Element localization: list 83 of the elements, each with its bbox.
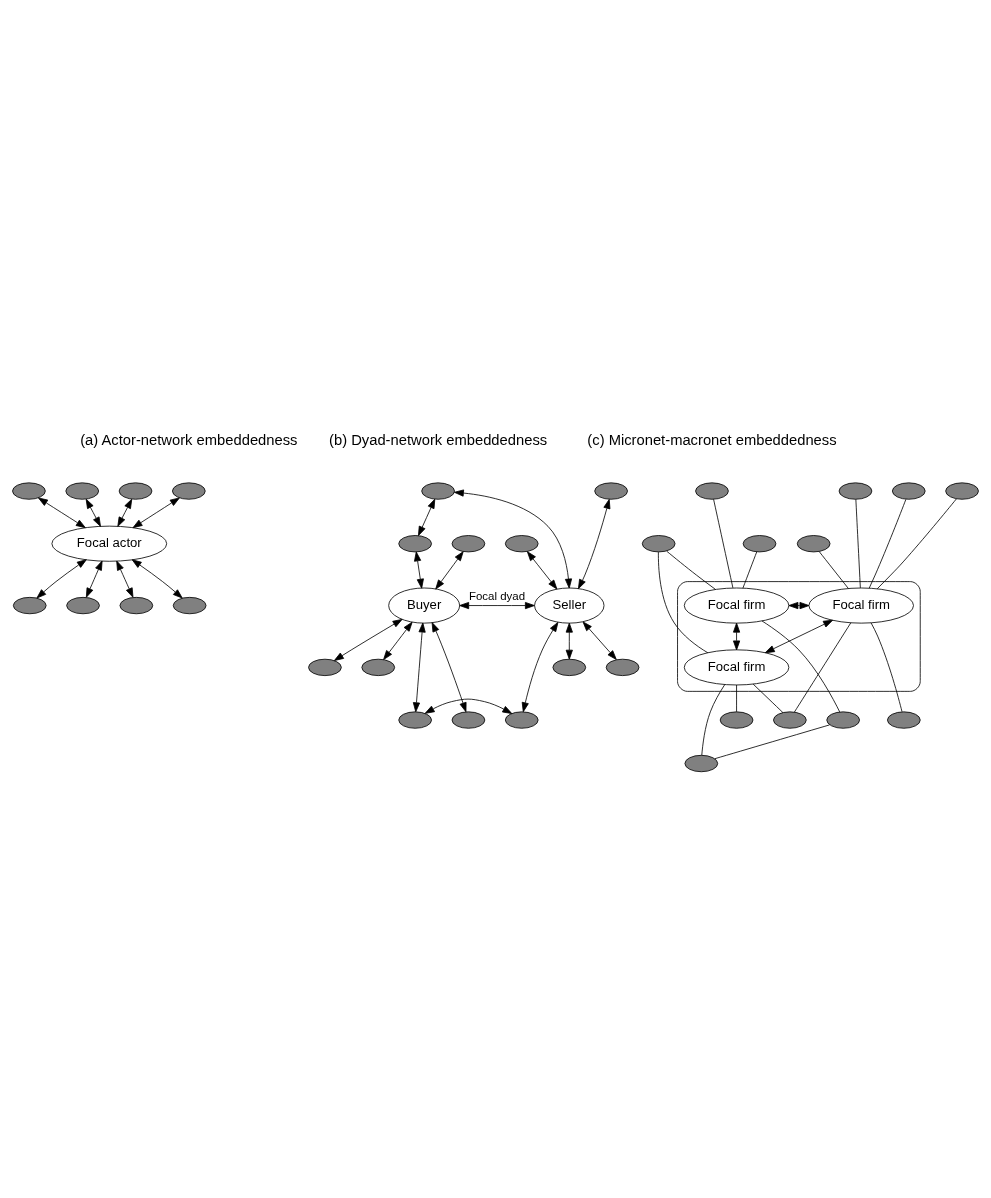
- connector: [794, 622, 852, 713]
- node-ellipse: [826, 711, 860, 729]
- node-ellipse: [504, 535, 539, 553]
- node-ellipse: [398, 535, 432, 553]
- node-ellipse: [65, 482, 100, 500]
- connector: [868, 498, 907, 589]
- connector: [713, 498, 734, 589]
- node-ellipse: [421, 482, 455, 500]
- node-ellipse: [451, 535, 486, 553]
- connector: [657, 551, 709, 654]
- arrow: [418, 498, 436, 536]
- node-ellipse: [172, 596, 207, 615]
- node-ellipse: [742, 535, 777, 553]
- node-ellipse: [641, 535, 676, 553]
- node-ellipse: [12, 596, 47, 615]
- arrow: [733, 622, 741, 651]
- connector: [666, 550, 716, 590]
- node-ellipse: [887, 711, 921, 729]
- arrow: [521, 621, 559, 713]
- arrow: [36, 559, 87, 599]
- connector: [855, 498, 861, 589]
- node-ellipse: Focal firm: [683, 649, 790, 686]
- node-ellipse: [695, 482, 729, 500]
- arrow: [85, 498, 101, 527]
- node-ellipse: Seller: [534, 587, 605, 624]
- node-ellipse: [945, 482, 979, 500]
- node-ellipse: [12, 482, 46, 500]
- arrow: [435, 551, 464, 590]
- arrow: [454, 489, 573, 589]
- arrow: [764, 619, 834, 654]
- cluster: [677, 581, 921, 692]
- node-ellipse: [66, 596, 100, 615]
- node-ellipse: [796, 535, 831, 553]
- arrow: [414, 551, 424, 589]
- connector: [876, 498, 957, 590]
- node-ellipse: [361, 658, 396, 676]
- arrow: [132, 497, 180, 529]
- arrow: [578, 498, 611, 590]
- connector: [714, 724, 830, 760]
- connector: [736, 684, 737, 713]
- node-ellipse: [552, 658, 587, 676]
- arrow: [459, 602, 535, 610]
- node-ellipse: [605, 658, 640, 676]
- node-ellipse: [891, 482, 926, 500]
- arrow: [412, 622, 426, 713]
- arrow: [424, 698, 513, 714]
- node-ellipse: Focal firm: [808, 587, 914, 624]
- arrow: [333, 619, 403, 661]
- connector: [870, 622, 903, 713]
- connector: [761, 620, 841, 713]
- node-ellipse: [118, 482, 153, 500]
- label: (c) Micronet-macronet embeddedness: [587, 431, 837, 448]
- node-ellipse: Focal firm: [683, 587, 790, 624]
- connector: [701, 684, 726, 756]
- node-ellipse: [172, 482, 206, 500]
- node-ellipse: [684, 754, 719, 773]
- arrow: [582, 621, 617, 660]
- node-ellipse: Focal actor: [51, 525, 168, 562]
- edge-label: Focal dyad: [468, 589, 526, 602]
- arrow: [131, 559, 183, 599]
- arrow: [565, 622, 573, 660]
- label: (a) Actor-network embeddedness: [80, 431, 298, 448]
- node-ellipse: [838, 482, 873, 500]
- node-ellipse: [719, 711, 754, 729]
- connector: [818, 551, 849, 589]
- node-ellipse: [773, 711, 807, 729]
- node-ellipse: [451, 711, 486, 729]
- node-ellipse: [504, 711, 539, 729]
- arrow: [85, 560, 103, 598]
- arrow: [116, 560, 134, 598]
- node-ellipse: Buyer: [388, 587, 461, 624]
- connector: [742, 551, 758, 589]
- node-ellipse: [308, 658, 342, 676]
- node-ellipse: [398, 711, 432, 729]
- node-ellipse: [119, 596, 154, 615]
- arrow: [526, 551, 558, 590]
- connector: [752, 683, 784, 713]
- label: (b) Dyad-network embeddedness: [329, 431, 548, 448]
- node-ellipse: [594, 482, 628, 500]
- arrow: [383, 621, 413, 660]
- arrow: [38, 497, 86, 529]
- arrow: [431, 622, 467, 713]
- arrow: [117, 498, 133, 527]
